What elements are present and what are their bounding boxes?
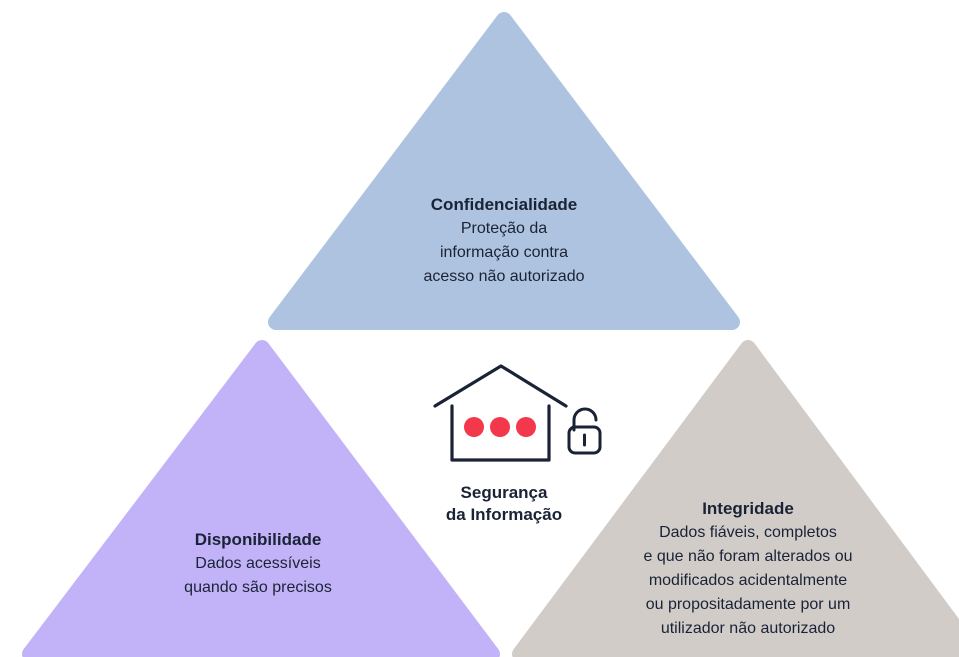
integrity-text: utilizador não autorizado <box>660 620 836 637</box>
triangle-confidentiality <box>268 12 740 330</box>
integrity-block: Integridade Dados fiáveis, completos e q… <box>598 497 898 641</box>
confidentiality-text: Proteção da <box>460 220 548 237</box>
integrity-text: modificados acidentalmente <box>648 572 848 589</box>
red-dot-icon <box>490 417 510 437</box>
integrity-text: Dados fiáveis, completos <box>659 524 837 541</box>
red-dot-icon <box>464 417 484 437</box>
center-label: Segurança da Informação <box>414 482 594 526</box>
integrity-text: ou propositadamente por um <box>645 596 851 613</box>
availability-title: Disponibilidade <box>194 530 322 549</box>
center-label-line: Segurança <box>460 483 548 502</box>
center-label-line: da Informação <box>445 505 563 524</box>
padlock-body-icon <box>567 425 602 455</box>
confidentiality-text: informação contra <box>439 244 569 261</box>
house-roof-icon <box>433 364 568 408</box>
house-body-icon <box>450 404 551 462</box>
integrity-text: e que não foram alterados ou <box>643 548 853 565</box>
triangle-integrity <box>512 340 959 657</box>
availability-text: quando são precisos <box>184 579 332 596</box>
availability-text: Dados acessíveis <box>195 555 321 572</box>
integrity-title: Integridade <box>702 499 794 518</box>
padlock-shackle-icon <box>572 407 598 432</box>
availability-block: Disponibilidade Dados acessíveis quando … <box>108 528 408 600</box>
triangle-availability <box>22 340 500 657</box>
confidentiality-text: acesso não autorizado <box>423 268 585 285</box>
confidentiality-title: Confidencialidade <box>430 195 578 214</box>
house-lock-icon <box>433 364 602 462</box>
red-dot-icon <box>516 417 536 437</box>
confidentiality-block: Confidencialidade Proteção da informação… <box>354 193 654 289</box>
